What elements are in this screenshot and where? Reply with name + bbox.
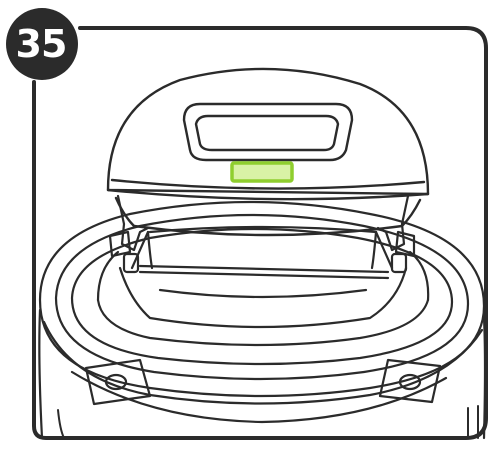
handle-icon — [184, 104, 352, 160]
step-badge: 35 — [6, 8, 78, 80]
mounting-tab-icon — [86, 360, 440, 404]
highlight-indicator-icon — [232, 163, 292, 181]
step-number: 35 — [16, 25, 67, 63]
